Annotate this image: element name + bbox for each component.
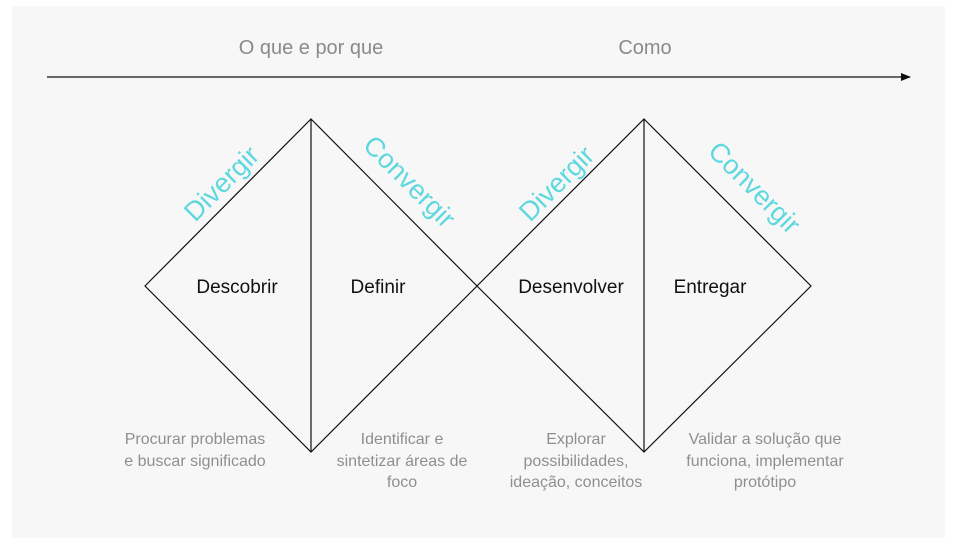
stage-label-definir: Definir [351, 277, 407, 298]
stage-label-entregar: Entregar [674, 277, 748, 298]
description-line: e buscar significado [124, 453, 266, 470]
description-line: protótipo [734, 474, 796, 491]
description-line: possibilidades, [524, 453, 629, 470]
stage-description-desenvolver: Explorar possibilidades, ideação, concei… [510, 431, 643, 491]
description-line: foco [387, 474, 417, 491]
phase-label-how: Como [618, 37, 671, 59]
stage-description-descobrir: Procurar problemas e buscar significado [124, 431, 266, 470]
mode-label-divergir-2: Divergir [513, 140, 600, 227]
diagram-background [12, 6, 945, 538]
description-line: Explorar [546, 431, 606, 448]
mode-label-divergir-1: Divergir [178, 140, 265, 227]
stage-label-descobrir: Descobrir [196, 277, 278, 298]
stage-description-entregar: Validar a solução que funciona, implemen… [686, 431, 844, 491]
stage-description-definir: Identificar e sintetizar áreas de foco [337, 431, 468, 491]
phase-label-what-why: O que e por que [239, 37, 384, 59]
description-line: ideação, conceitos [510, 474, 643, 491]
description-line: funciona, implementar [686, 453, 844, 470]
description-line: sintetizar áreas de [337, 453, 468, 470]
mode-label-convergir-2: Convergir [702, 136, 806, 240]
description-line: Identificar e [361, 431, 444, 448]
description-line: Procurar problemas [125, 431, 266, 448]
description-line: Validar a solução que [689, 431, 842, 448]
stage-label-desenvolver: Desenvolver [518, 277, 624, 298]
